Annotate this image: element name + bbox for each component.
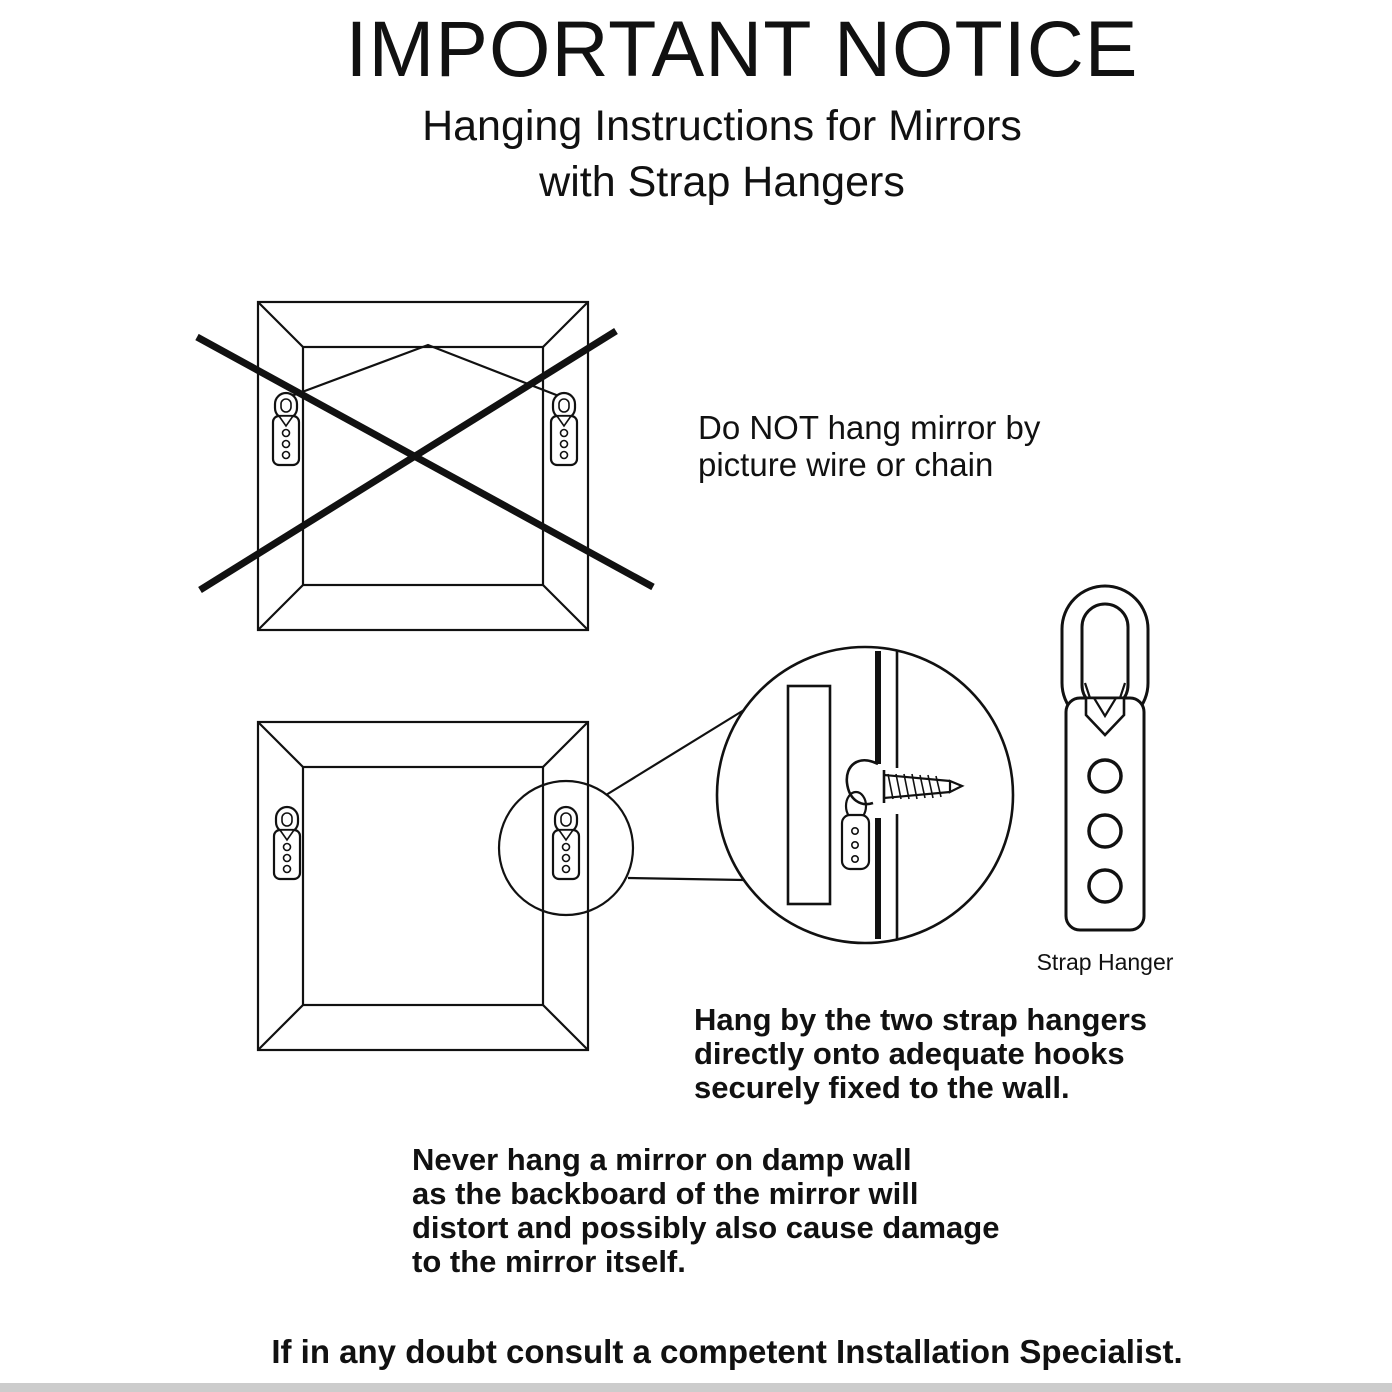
hang-instruction-line2: directly onto adequate hooks: [694, 1036, 1125, 1071]
do-not-hang-note-line1: Do NOT hang mirror by: [698, 409, 1041, 446]
strap-hanger-left-icon: [271, 391, 301, 467]
magnifier-circle: [497, 779, 635, 917]
do-not-hang-note-line2: picture wire or chain: [698, 446, 994, 483]
page-subtitle-line2: with Strap Hangers: [539, 158, 905, 206]
picture-wire: [285, 343, 565, 400]
damp-wall-warning-line3: distort and possibly also cause damage: [412, 1210, 1000, 1245]
hang-instruction-line1: Hang by the two strap hangers: [694, 1002, 1148, 1037]
strap-hanger-right-icon: [551, 805, 581, 881]
page-title: IMPORTANT NOTICE: [345, 4, 1139, 93]
damp-wall-warning: Never hang a mirror on damp wall as the …: [412, 1143, 999, 1279]
do-not-hang-note: Do NOT hang mirror by picture wire or ch…: [698, 409, 1040, 483]
strap-hanger-label: Strap Hanger: [1036, 949, 1174, 975]
damp-wall-warning-line4: to the mirror itself.: [412, 1244, 686, 1279]
hook-detail-circle: [715, 645, 1015, 945]
strap-hanger-left-icon: [272, 805, 302, 881]
page-subtitle-line1: Hanging Instructions for Mirrors: [422, 102, 1022, 150]
bottom-gray-strip: [0, 1383, 1392, 1392]
hang-instruction-note: Hang by the two strap hangers directly o…: [694, 1003, 1147, 1105]
strap-hang-diagram: [256, 709, 745, 1052]
hook-screw-icon: [882, 770, 965, 803]
damp-wall-warning-line1: Never hang a mirror on damp wall: [412, 1142, 912, 1177]
strap-hanger-detail-icon: [1060, 584, 1150, 932]
hanging-strap-icon: [840, 759, 879, 871]
damp-wall-warning-line2: as the backboard of the mirror will: [412, 1176, 919, 1211]
cross-out-x-icon: [195, 328, 655, 593]
crossed-mirror-diagram: [195, 300, 655, 632]
strap-hanger-right-icon: [549, 391, 579, 467]
hang-instruction-line3: securely fixed to the wall.: [694, 1070, 1070, 1105]
footer-advice: If in any doubt consult a competent Inst…: [271, 1333, 1183, 1370]
